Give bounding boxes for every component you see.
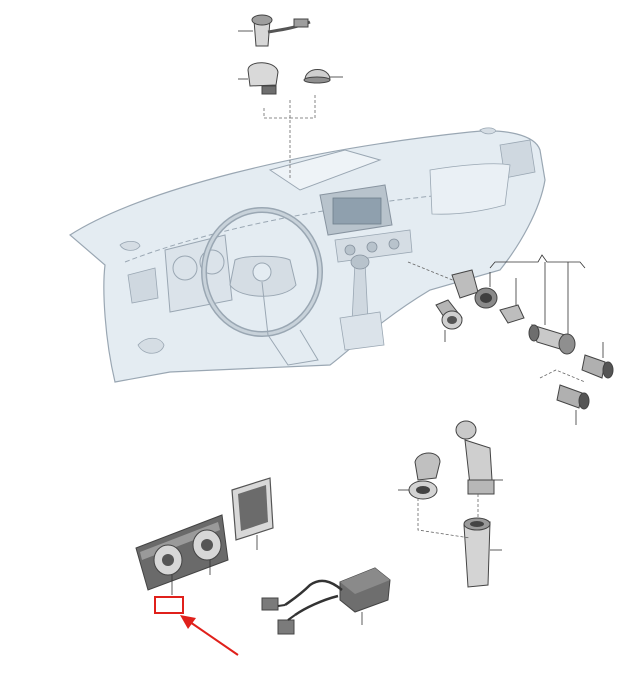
part-7-socket-with-cable: [251, 14, 311, 47]
part-10-socket-with-lid: [408, 452, 441, 500]
part-4-socket-housing: [451, 269, 498, 309]
part-1-plug-insert: [581, 354, 614, 379]
part-9-dome-cap: [303, 69, 331, 84]
leader-dash-10-11: [417, 498, 471, 539]
part-12-socket-with-lid: [455, 420, 495, 495]
part-11-socket-tube: [463, 517, 491, 588]
callout-14-highlight-box: [154, 596, 184, 614]
part-14-twin-socket-panel: [135, 514, 229, 591]
part-5-ring-socket: [435, 299, 463, 330]
part-6-small-connector: [499, 304, 525, 324]
part-8-cap: [247, 62, 279, 95]
part-2-plug-insert: [556, 384, 590, 410]
leader-top-bracket: [263, 95, 316, 119]
part-16-wiring-harness: [261, 567, 391, 635]
part-3-lighter-socket: [528, 324, 576, 355]
part-15-panel-frame: [231, 477, 274, 541]
leader-dash-1-2: [539, 369, 586, 383]
dashboard-outline: [68, 127, 546, 383]
highlight-arrow: [180, 615, 239, 656]
